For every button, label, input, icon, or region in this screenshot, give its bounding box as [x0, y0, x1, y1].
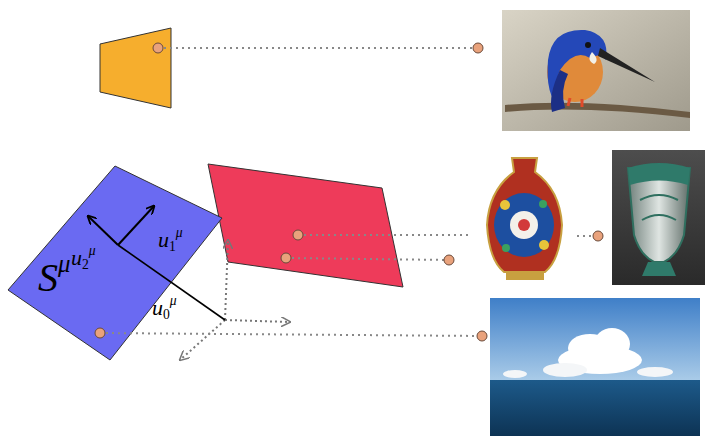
red-patch	[208, 164, 403, 287]
vase-photo	[472, 148, 577, 285]
surface-symbol: Sμ	[38, 252, 70, 298]
surface-patch: Sμu2μ u1μ	[8, 164, 224, 362]
patch-shape	[8, 166, 222, 360]
symbol-wrap: u2μ	[71, 244, 96, 272]
leader-line	[298, 234, 472, 236]
basis-vector	[88, 216, 118, 245]
sample-dot	[153, 43, 163, 53]
orange-patch	[100, 28, 171, 108]
axis-line	[225, 240, 228, 320]
sample-dot	[293, 230, 303, 240]
sample-dot	[593, 231, 603, 241]
symbol-wrap: Sμ	[38, 252, 70, 298]
basis-vector	[118, 206, 154, 245]
bird-photo	[502, 10, 690, 131]
sample-dot	[281, 253, 291, 263]
vector-label: u1μ	[158, 226, 183, 254]
symbol-wrap: u1μ	[158, 226, 183, 254]
offset-vector	[118, 245, 225, 320]
leader-line	[158, 47, 478, 49]
vector-label: u0μ	[152, 294, 177, 322]
sample-dot	[95, 328, 105, 338]
axis-line	[180, 320, 225, 360]
sample-dot	[444, 255, 454, 265]
label-wrap: u0μ	[152, 294, 177, 322]
leader-line	[100, 333, 482, 336]
silver-vase-photo	[612, 150, 705, 285]
leader-line	[286, 258, 449, 260]
sample-dot	[477, 331, 487, 341]
sample-dot	[473, 43, 483, 53]
sea-photo	[490, 298, 700, 436]
axis-line	[225, 320, 290, 322]
vector-label: u2μ	[71, 244, 96, 272]
